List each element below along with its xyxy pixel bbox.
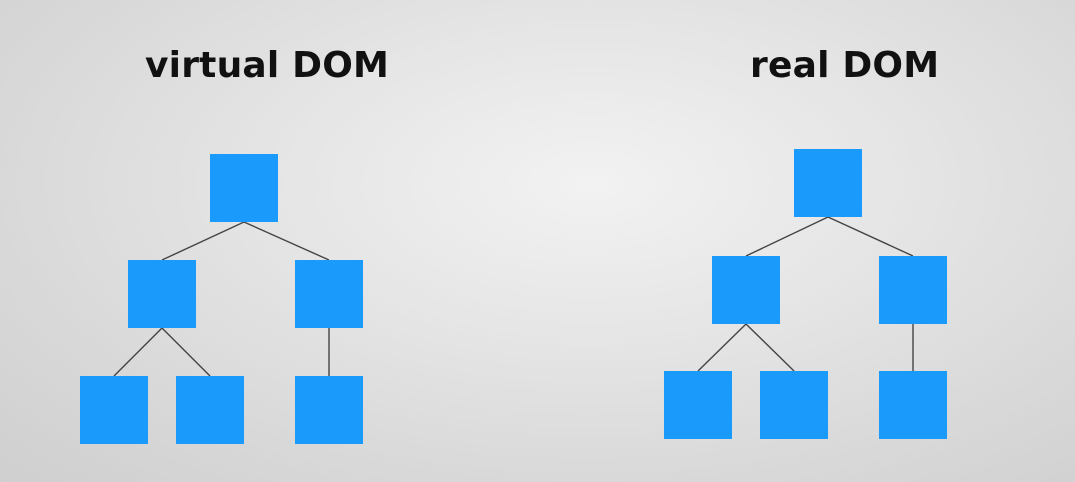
- virtual-dom-title: virtual DOM: [145, 45, 390, 86]
- virtual-dom-node-root: [210, 154, 278, 222]
- real-dom-node-b: [879, 256, 947, 324]
- virtual-dom-edge-a-a1: [113, 327, 163, 377]
- virtual-dom-node-b1: [295, 376, 363, 444]
- virtual-dom-edge-root-a: [161, 221, 245, 261]
- real-dom-edge-a-a1: [697, 323, 747, 372]
- virtual-dom-node-a: [128, 260, 196, 328]
- real-dom-node-a: [712, 256, 780, 324]
- real-dom-edge-root-b: [827, 216, 914, 257]
- real-dom-title: real DOM: [750, 45, 940, 86]
- real-dom-node-a1: [664, 371, 732, 439]
- virtual-dom-node-b: [295, 260, 363, 328]
- real-dom-node-b1: [879, 371, 947, 439]
- virtual-dom-node-a1: [80, 376, 148, 444]
- real-dom-edge-a-a2: [745, 323, 795, 372]
- virtual-dom-node-a2: [176, 376, 244, 444]
- real-dom-node-a2: [760, 371, 828, 439]
- real-dom-node-root: [794, 149, 862, 217]
- virtual-dom-edge-a-a2: [161, 327, 211, 377]
- real-dom-edge-root-a: [745, 216, 829, 257]
- virtual-dom-edge-root-b: [243, 221, 330, 261]
